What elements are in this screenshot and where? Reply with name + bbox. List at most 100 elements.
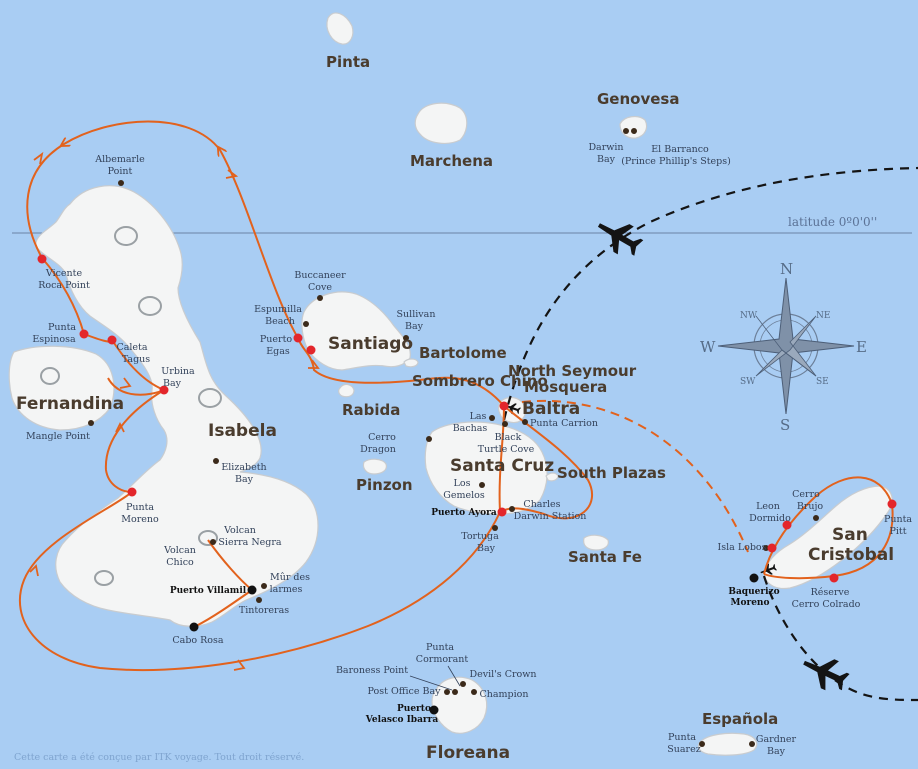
site-punta-cormorant: Cormorant [416, 654, 469, 665]
fernandina-island [8, 345, 115, 431]
site-black-turtle-cove: Black [495, 432, 522, 443]
site-mur-des-larmes: Mûr des [270, 572, 310, 583]
site-marker [261, 583, 267, 589]
compass-sw: SW [740, 377, 756, 387]
site-caleta-tagus: Caleta [116, 342, 147, 353]
tour-stop [79, 329, 89, 339]
site-mangle-point: Mangle Point [26, 431, 90, 442]
site-los-gemelos: Gemelos [443, 490, 485, 501]
site-markers [88, 128, 819, 747]
site-labels: Darwin Bay El Barranco (Prince Phillip's… [26, 142, 912, 757]
label-marchena: Marchena [410, 152, 493, 170]
volcano-crater [40, 367, 60, 385]
site-darwin-bay: Darwin [588, 142, 623, 153]
leader-line [447, 665, 461, 687]
route-arrow-icon [225, 169, 239, 179]
volcano-crater [114, 226, 138, 246]
site-albemarle-point: Albemarle [94, 154, 145, 165]
site-punta-suarez: Punta [668, 732, 696, 743]
site-punta-pitt: Punta [884, 514, 912, 525]
latitude-label: latitude 0º0'0'' [788, 215, 877, 229]
tour-stop [159, 385, 169, 395]
tour-stops [37, 254, 897, 583]
map-credit: Cette carte a été conçue par ITK voyage.… [14, 752, 304, 763]
site-darwin-bay: Bay [597, 154, 616, 165]
label-north-seymour: North Seymour [508, 362, 637, 380]
tour-stop [497, 507, 507, 517]
site-cerro-brujo: Brujo [797, 501, 824, 512]
route-santa-cruz [498, 405, 594, 520]
pinta-island [326, 12, 354, 45]
town-marker [189, 622, 199, 632]
pinzon-island [362, 458, 387, 475]
site-charles-darwin-station: Darwin Station [514, 511, 587, 522]
site-baquerizo-moreno: Moreno [731, 598, 770, 608]
site-tortuga-bay: Tortuga [461, 531, 499, 542]
compass-se: SE [816, 377, 829, 387]
site-marker [489, 415, 495, 421]
genovesa-island [619, 115, 648, 139]
compass-e: E [856, 338, 867, 356]
tour-stop [499, 401, 509, 411]
flight-path-south [762, 575, 918, 702]
site-marker [749, 741, 755, 747]
label-floreana: Floreana [426, 743, 510, 763]
site-marker [763, 545, 769, 551]
isabela-island [35, 185, 319, 627]
site-punta-pitt: Pitt [889, 526, 906, 537]
site-marker [403, 335, 409, 341]
site-marker [813, 515, 819, 521]
site-tortuga-bay: Bay [477, 543, 496, 554]
site-mur-des-larmes: larmes [270, 584, 303, 595]
site-marker [502, 421, 508, 427]
compass-ne: NE [816, 311, 830, 321]
site-volcan-sierra-negra: Volcan [223, 525, 256, 536]
site-marker [509, 506, 515, 512]
site-vicente-roca: Vicente [45, 268, 83, 279]
site-punta-suarez: Suarez [667, 744, 700, 755]
site-leon-dormido: Dormido [749, 513, 791, 524]
site-vicente-roca: Roca Point [38, 280, 90, 291]
site-marker [522, 419, 528, 425]
volcano-craters [40, 226, 222, 586]
site-puerto-egas: Egas [266, 346, 290, 357]
flight-routes [502, 166, 918, 702]
site-espumilla-beach: Beach [265, 316, 295, 327]
compass-nw: NW [740, 311, 758, 321]
site-post-office-bay: Post Office Bay [368, 686, 442, 697]
site-marker [210, 539, 216, 545]
site-charles-darwin-station: Charles [523, 499, 560, 510]
site-marker [256, 597, 262, 603]
site-tintoreras: Tintoreras [239, 605, 289, 616]
site-sullivan-bay: Sullivan [397, 309, 436, 320]
label-pinta: Pinta [326, 53, 370, 71]
site-punta-espinosa: Punta [48, 322, 76, 333]
tour-stop [306, 345, 316, 355]
site-volcan-sierra-negra: Sierra Negra [218, 537, 281, 548]
site-cabo-rosa: Cabo Rosa [172, 635, 224, 646]
site-los-gemelos: Los [454, 478, 471, 489]
island-labels: Pinta Marchena Genovesa Fernandina Isabe… [16, 53, 894, 763]
tour-stop [887, 499, 897, 509]
route-arrow-icon [33, 151, 44, 165]
tour-stop [107, 335, 117, 345]
tour-stop [127, 487, 137, 497]
san-cristobal-island [763, 485, 893, 590]
site-urbina-bay: Urbina [161, 366, 195, 377]
site-puerto-velasco-ibarra: Velasco Ibarra [365, 715, 439, 725]
label-sombrero-chino: Sombrero Chino [412, 372, 548, 390]
site-albemarle-point: Point [108, 166, 133, 177]
site-baroness-point: Baroness Point [336, 665, 408, 676]
site-devils-crown: Devil's Crown [470, 669, 537, 680]
compass-w: W [700, 338, 716, 356]
site-marker [118, 180, 124, 186]
site-puerto-villamil: Puerto Villamil [170, 586, 247, 596]
site-sullivan-bay: Bay [405, 321, 424, 332]
volcano-crater [138, 296, 162, 316]
site-elizabeth-bay: Bay [235, 474, 254, 485]
south-plazas-island [545, 472, 559, 482]
label-espanola: Española [702, 710, 778, 728]
site-punta-espinosa: Espinosa [32, 334, 76, 345]
site-puerto-egas: Puerto [260, 334, 292, 345]
site-punta-cormorant: Punta [426, 642, 454, 653]
